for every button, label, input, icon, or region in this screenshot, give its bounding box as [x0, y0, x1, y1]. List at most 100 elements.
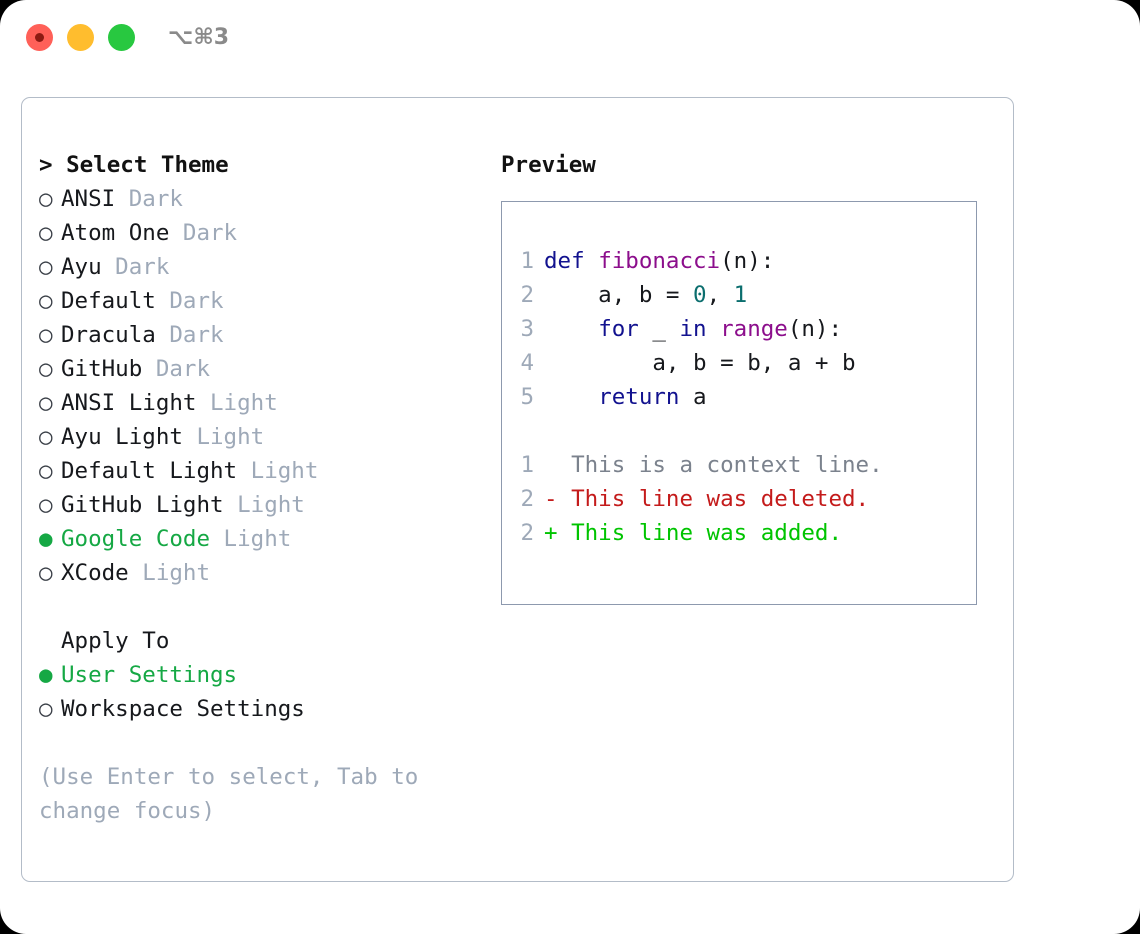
diff-line-number: 1	[520, 452, 534, 478]
diff-marker: -	[544, 486, 558, 512]
radio-unselected-icon[interactable]: ○	[39, 220, 53, 246]
code-line-text: def fibonacci(n):	[544, 244, 774, 278]
radio-unselected-icon[interactable]: ○	[39, 390, 53, 416]
theme-option-ansi-light[interactable]: ○ANSI Light Light	[39, 386, 489, 420]
theme-option-label: ANSI	[61, 186, 116, 212]
theme-option-google-code[interactable]: ●Google Code Light	[39, 522, 489, 556]
code-line: 4 a, b = b, a + b	[502, 346, 976, 380]
code-token-pl	[544, 384, 598, 410]
spacer	[39, 590, 489, 624]
theme-option-kind: Light	[196, 390, 278, 416]
diff-line-number: 2	[520, 520, 534, 546]
theme-option-label: Dracula	[61, 322, 156, 348]
radio-unselected-icon[interactable]: ○	[39, 492, 53, 518]
diff-line-text: - This line was deleted.	[544, 482, 869, 516]
radio-unselected-icon[interactable]: ○	[39, 322, 53, 348]
code-token-kw: for	[598, 316, 639, 342]
radio-unselected-icon[interactable]: ○	[39, 424, 53, 450]
theme-option-kind: Dark	[101, 254, 170, 280]
diff-line-ctx: 1 This is a context line.	[502, 448, 976, 482]
diff-sample: 1 This is a context line.2- This line wa…	[502, 448, 976, 550]
theme-option-label: XCode	[61, 560, 129, 586]
diff-line-text: This is a context line.	[544, 448, 883, 482]
theme-option-default-light[interactable]: ○Default Light Light	[39, 454, 489, 488]
code-line-number: 3	[520, 316, 534, 342]
theme-option-kind: Light	[182, 424, 265, 450]
code-token-num: 1	[733, 282, 748, 308]
code-line-text: a, b = b, a + b	[544, 346, 856, 380]
theme-option-ayu-light[interactable]: ○ Ayu Light Light	[39, 420, 489, 454]
theme-option-label: Ayu	[61, 254, 102, 280]
theme-option-label: Default Light	[61, 458, 238, 484]
theme-option-default[interactable]: ○Default Dark	[39, 284, 489, 318]
apply-to-option-user-settings[interactable]: ● User Settings	[39, 658, 489, 692]
theme-option-ayu[interactable]: ○ Ayu Dark	[39, 250, 489, 284]
keyboard-hint: (Use Enter to select, Tab to change focu…	[39, 764, 432, 824]
code-token-pl: _	[638, 316, 680, 342]
preview-title: Preview	[501, 152, 596, 178]
code-token-kw: in	[679, 316, 707, 342]
code-line-number: 1	[520, 248, 534, 274]
radio-unselected-icon[interactable]: ○	[39, 458, 53, 484]
theme-option-kind: Dark	[115, 186, 183, 212]
theme-picker: > Select Theme ○ANSI Dark○Atom One Dark○…	[39, 148, 489, 828]
code-line: 3 for _ in range(n):	[502, 312, 976, 346]
apply-to-option-label: Workspace Settings	[61, 696, 305, 722]
diff-line-add: 2 + This line was added.	[502, 516, 976, 550]
theme-option-kind: Dark	[155, 322, 224, 348]
code-token-kw: return	[598, 384, 680, 410]
code-line-number: 4	[520, 350, 534, 376]
theme-option-kind: Light	[223, 492, 305, 518]
theme-option-label: GitHub Light	[61, 492, 224, 518]
radio-selected-icon[interactable]: ●	[39, 526, 53, 552]
diff-marker	[544, 452, 558, 478]
theme-option-xcode[interactable]: ○XCode Light	[39, 556, 489, 590]
code-token-pl: a, b = b, a + b	[544, 350, 856, 376]
theme-option-label: GitHub	[61, 356, 143, 382]
diff-body: This line was added.	[557, 520, 843, 546]
code-line-number: 2	[520, 282, 534, 308]
apply-to-option-label: User Settings	[61, 662, 238, 688]
code-line-text: a, b = 0, 1	[544, 278, 747, 312]
theme-option-label: Atom One	[61, 220, 170, 246]
theme-option-kind: Dark	[155, 288, 224, 314]
theme-option-dracula[interactable]: ○ Dracula Dark	[39, 318, 489, 352]
theme-list: ○ANSI Dark○Atom One Dark○Ayu Dark○Defaul…	[39, 182, 489, 590]
code-token-pl: a	[679, 384, 707, 410]
theme-option-github[interactable]: ○ GitHub Dark	[39, 352, 489, 386]
theme-option-kind: Light	[210, 526, 292, 552]
theme-option-atom-one[interactable]: ○Atom One Dark	[39, 216, 489, 250]
code-token-fn: fibonacci	[598, 248, 721, 274]
code-token-pl	[544, 316, 598, 342]
apply-to-header: Apply To	[61, 628, 170, 654]
code-token-pl	[707, 316, 721, 342]
radio-unselected-icon[interactable]: ○	[39, 254, 53, 280]
code-token-kw: def	[544, 248, 599, 274]
radio-unselected-icon[interactable]: ○	[39, 356, 53, 382]
radio-unselected-icon[interactable]: ○	[39, 186, 53, 212]
minimize-window-icon[interactable]	[67, 24, 94, 51]
radio-selected-icon[interactable]: ●	[39, 662, 53, 688]
theme-picker-header: > Select Theme	[39, 152, 229, 178]
radio-unselected-icon[interactable]: ○	[39, 696, 53, 722]
close-window-icon[interactable]	[26, 24, 53, 51]
theme-option-github-light[interactable]: ○ GitHub Light Light	[39, 488, 489, 522]
radio-unselected-icon[interactable]: ○	[39, 560, 53, 586]
code-token-pl: (n):	[720, 248, 775, 274]
theme-option-kind: Dark	[142, 356, 211, 382]
zoom-window-icon[interactable]	[108, 24, 135, 51]
code-line: 1 def fibonacci(n):	[502, 244, 976, 278]
spacer	[502, 414, 976, 448]
code-line: 5 return a	[502, 380, 976, 414]
theme-option-label: Ayu Light	[61, 424, 183, 450]
code-token-pl: (n):	[787, 316, 843, 342]
theme-option-ansi[interactable]: ○ ANSI Dark	[39, 182, 489, 216]
diff-line-number: 2	[520, 486, 534, 512]
main-panel: > Select Theme ○ANSI Dark○Atom One Dark○…	[21, 97, 1014, 882]
diff-marker: +	[544, 520, 558, 546]
radio-unselected-icon[interactable]: ○	[39, 288, 53, 314]
apply-to-option-workspace-settings[interactable]: ○ Workspace Settings	[39, 692, 489, 726]
